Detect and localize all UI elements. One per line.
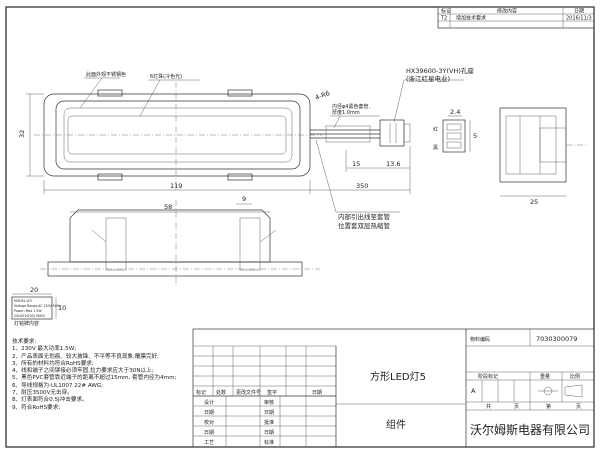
note-item: 4、线和端子之间铆接必须牢固,拉力要求应大于30N以上; bbox=[12, 368, 154, 375]
tb-review: 审核 bbox=[264, 399, 274, 406]
tb-date-4: 日期 bbox=[264, 430, 274, 436]
nameplate-line-3: Power: Max 1.5W bbox=[14, 309, 42, 313]
lamp-side-view bbox=[40, 200, 320, 286]
tb-mark: 标记 bbox=[196, 389, 206, 396]
tb-process: 工艺 bbox=[204, 440, 214, 446]
dim-32: 32 bbox=[18, 130, 26, 138]
tb-check: 校对 bbox=[204, 419, 214, 426]
dim-10: 10 bbox=[58, 304, 66, 312]
tb-date-1: 日期 bbox=[204, 410, 214, 416]
revision-header-date: 日期 bbox=[574, 9, 584, 15]
projection-symbol-icon bbox=[538, 384, 583, 398]
title-block: 标记 处数 更改文件号 签字 日期 设计 日期 校对 日期 工艺 审核 日期 批… bbox=[192, 328, 595, 448]
connector-side-view bbox=[499, 107, 586, 183]
callout-lead: 内部引出线至套管 bbox=[338, 212, 391, 221]
tb-approve: 批准 bbox=[264, 419, 274, 426]
note-item: 9、符合RoHS要求; bbox=[12, 404, 61, 411]
leader-lines bbox=[79, 77, 464, 213]
tb-count: 处数 bbox=[216, 389, 226, 396]
callout-stainless: 此面外观不锈钢色 bbox=[86, 71, 126, 78]
callout-connector: HX39600-3Y(VH)孔座 bbox=[406, 66, 474, 75]
note-item: 3、所有的材料均符合RoHS要求; bbox=[12, 360, 94, 367]
assembly-label: 组件 bbox=[386, 418, 406, 431]
note-item: 8、灯表面符合0.5J冲击要求。 bbox=[12, 397, 88, 404]
note-item: 2、产品表面无划痕、较大披锋、不平等不良现象,覆膜完好; bbox=[12, 353, 160, 360]
nameplate: MODEL:LT5 Voltage Range:AC 230V 50Hz Pow… bbox=[11, 296, 61, 320]
total-label: 共 bbox=[486, 403, 491, 410]
dim-15: 15 bbox=[352, 160, 360, 168]
tb-date-2: 日期 bbox=[204, 430, 214, 436]
dim-2-4: 2.4 bbox=[450, 108, 460, 116]
dim-20: 20 bbox=[30, 286, 38, 294]
callout-nameplate: 灯铭牌内容 bbox=[14, 320, 39, 327]
dim-25: 25 bbox=[530, 198, 538, 206]
revision-row-content: 增加技术要求 bbox=[456, 15, 486, 22]
callout-lead-2: 位置套双层热缩管 bbox=[338, 221, 391, 230]
tb-design: 设计 bbox=[204, 399, 214, 406]
callout-connector-2: (浙江红星电业) bbox=[406, 74, 450, 83]
tb-standard: 标准 bbox=[264, 439, 274, 446]
dimension-labels: 32 119 350 15 13.6 4-R6 58 9 2.4 5 25 20… bbox=[18, 89, 538, 312]
nameplate-line-2: Voltage Range:AC 230V 50Hz bbox=[14, 304, 61, 308]
dimension-lines bbox=[12, 93, 566, 319]
nameplate-line-1: MODEL:LT5 bbox=[14, 299, 32, 303]
dim-13-6: 13.6 bbox=[386, 160, 400, 168]
dim-4-r6: 4-R6 bbox=[314, 89, 331, 102]
revision-row-date: 2016/11/3 bbox=[566, 16, 592, 22]
stage-value: A bbox=[471, 387, 476, 395]
connector-end-view bbox=[442, 119, 466, 153]
scale-label: 比例 bbox=[570, 373, 580, 380]
dim-350: 350 bbox=[356, 182, 368, 190]
callout-red: 红 bbox=[433, 126, 438, 133]
revision-block: 标记 修改内容 日期 T2 增加技术要求 2016/11/3 bbox=[437, 6, 595, 29]
tb-date-3: 日期 bbox=[264, 410, 274, 416]
tb-sign: 签字 bbox=[267, 389, 277, 396]
sheet-label: 页 bbox=[514, 404, 519, 410]
company-name: 沃尔姆斯电器有限公司 bbox=[470, 422, 590, 437]
note-item: 5、黑色PVC套管靠近端子的距离不超过15mm, 套管内径为4mm; bbox=[12, 375, 177, 382]
note-item: 1、230V 最大功率1.5W; bbox=[12, 346, 77, 353]
material-code: 7030300079 bbox=[536, 335, 577, 343]
stage-mark-label: 阶段标记 bbox=[478, 373, 498, 380]
weight-label: 重量 bbox=[540, 373, 550, 380]
notes-title: 技术要求: bbox=[12, 339, 37, 345]
note-item: 6、导线规格为:UL1007 22# AWG; bbox=[12, 382, 104, 389]
callout-sleeve: 内径φ4黑色套管, bbox=[332, 103, 370, 110]
callout-sleeve-2: 厚度1.0mm bbox=[332, 109, 360, 116]
page-of-label: 第 bbox=[546, 403, 551, 410]
material-code-label: 物料编码 bbox=[470, 336, 490, 343]
page-end-label: 页 bbox=[576, 404, 581, 410]
technical-notes: 技术要求: 1、230V 最大功率1.5W; 2、产品表面无划痕、较大披锋、不平… bbox=[12, 339, 197, 412]
dim-119: 119 bbox=[170, 182, 182, 190]
nameplate-line-4: GSL0010(00) 5KHZ bbox=[14, 314, 45, 318]
tb-change-doc: 更改文件号 bbox=[236, 389, 261, 396]
note-item: 7、耐压3500V无击穿。 bbox=[12, 390, 73, 397]
revision-header-mark: 标记 bbox=[441, 8, 451, 15]
callout-black: 黑 bbox=[433, 145, 438, 151]
dim-5: 5 bbox=[473, 132, 477, 140]
dim-9: 9 bbox=[242, 195, 246, 203]
callout-labels: 此面外观不锈钢色 6灯珠(冷色光) 内径φ4黑色套管, 厚度1.0mm HX39… bbox=[14, 66, 474, 327]
lamp-front-view bbox=[34, 82, 322, 190]
tb-date: 日期 bbox=[312, 390, 322, 396]
dim-58: 58 bbox=[164, 203, 172, 211]
product-name: 方形LED灯5 bbox=[370, 370, 426, 383]
callout-bead: 6灯珠(冷色光) bbox=[150, 73, 182, 80]
cable-connector bbox=[310, 119, 411, 147]
revision-row-mark: T2 bbox=[440, 16, 447, 22]
revision-header-content: 修改内容 bbox=[497, 8, 517, 15]
